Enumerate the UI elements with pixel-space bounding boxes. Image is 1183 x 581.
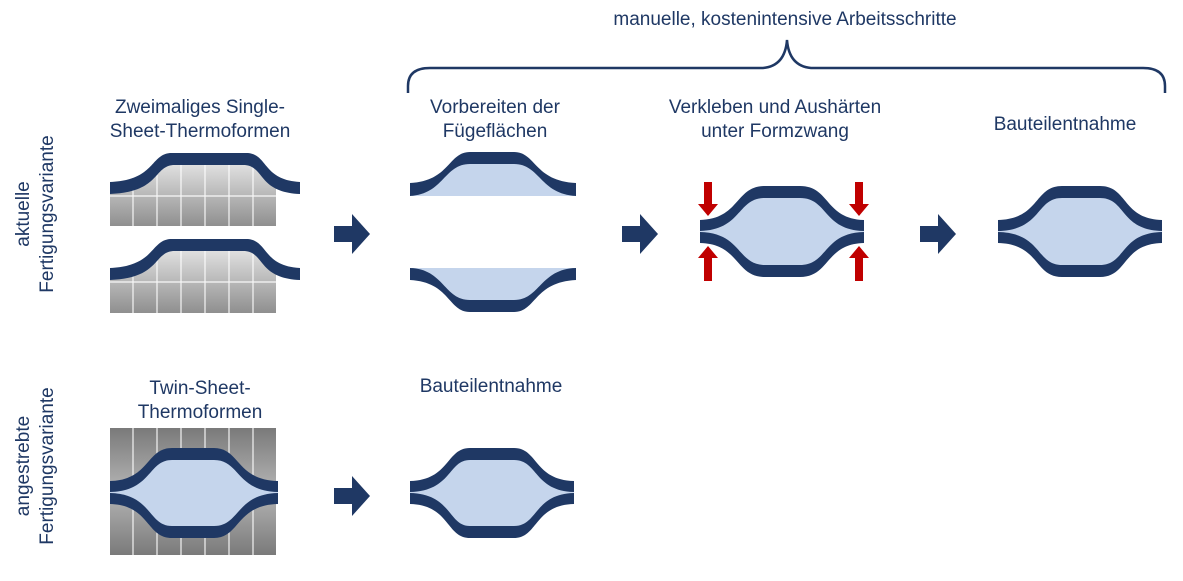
pressure-arrows — [698, 182, 869, 281]
brace — [406, 39, 1167, 93]
step-title-removal-current: Bauteilentnahme — [970, 113, 1160, 137]
twin-sheet-top — [110, 448, 278, 492]
step-title-bond-line2: unter Formzwang — [701, 121, 849, 142]
step-title-twin-sheet-line2: Thermoformen — [137, 402, 263, 423]
brace-label: manuelle, kostenintensive Arbeitsschritt… — [613, 9, 957, 30]
step-title-prepare-line2: Fügeflächen — [442, 121, 548, 142]
step-title-bond: Verkleben und Aushärten unter Formzwang — [640, 96, 910, 144]
formed-sheet-top-2 — [110, 239, 300, 280]
final-part-current — [998, 186, 1162, 277]
pressure-arrow-down-right — [849, 182, 869, 216]
single-sheet-mold-top — [110, 153, 300, 226]
single-sheet-mold-bottom — [110, 239, 300, 313]
pressure-arrow-down-left — [698, 182, 718, 216]
step-title-bond-line1: Verkleben und Aushärten — [668, 97, 882, 118]
final-part-target — [410, 448, 574, 538]
step-title-twin-sheet: Twin-Sheet- Thermoformen — [90, 377, 310, 425]
step-title-single-sheet-line1: Zweimaliges Single- — [114, 97, 285, 118]
bonded-part-pressed — [700, 186, 864, 277]
process-arrow-2 — [622, 214, 658, 254]
pressure-arrow-up-left — [698, 246, 718, 281]
process-arrow-1 — [334, 214, 370, 254]
twin-sheet-mold — [110, 428, 278, 555]
process-arrow-3 — [920, 214, 956, 254]
process-arrow-4 — [334, 476, 370, 516]
step-title-twin-sheet-line1: Twin-Sheet- — [149, 378, 251, 399]
step-title-single-sheet-line2: Sheet-Thermoformen — [109, 121, 291, 142]
step-title-removal-current-line1: Bauteilentnahme — [993, 114, 1137, 135]
step-title-prepare-line1: Vorbereiten der — [430, 97, 560, 118]
twin-sheet-bottom — [110, 493, 278, 538]
formed-sheet-top-1 — [110, 153, 300, 194]
step-title-removal-target-line1: Bauteilentnahme — [419, 376, 563, 397]
step-title-single-sheet: Zweimaliges Single- Sheet-Thermoformen — [80, 96, 320, 144]
prepared-half-bottom — [410, 268, 576, 312]
pressure-arrow-up-right — [849, 246, 869, 281]
step-title-removal-target: Bauteilentnahme — [396, 375, 586, 399]
step-title-prepare: Vorbereiten der Fügeflächen — [380, 96, 610, 144]
prepared-half-top — [410, 152, 576, 196]
